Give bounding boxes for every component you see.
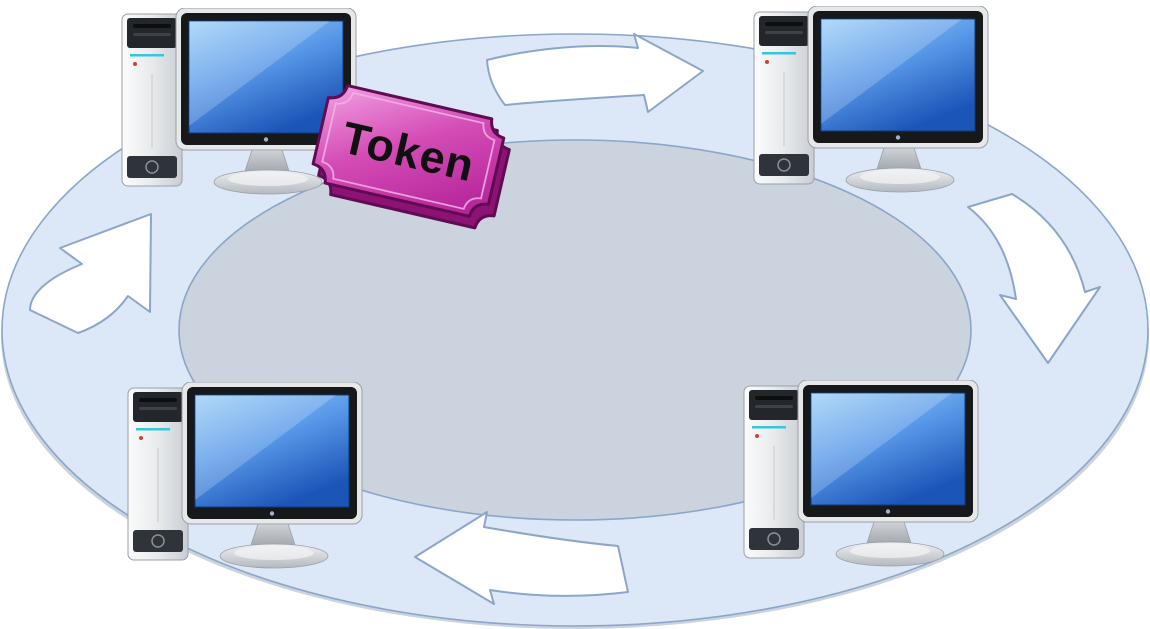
token-badge-highlight <box>321 91 496 210</box>
arrow-top-icon <box>486 33 704 113</box>
arrow-left-icon <box>29 213 152 334</box>
token-badge-face <box>311 84 506 218</box>
arrow-right-icon <box>967 193 1101 364</box>
arrow-bottom-icon <box>414 511 629 605</box>
token-badge: Token <box>311 84 511 230</box>
